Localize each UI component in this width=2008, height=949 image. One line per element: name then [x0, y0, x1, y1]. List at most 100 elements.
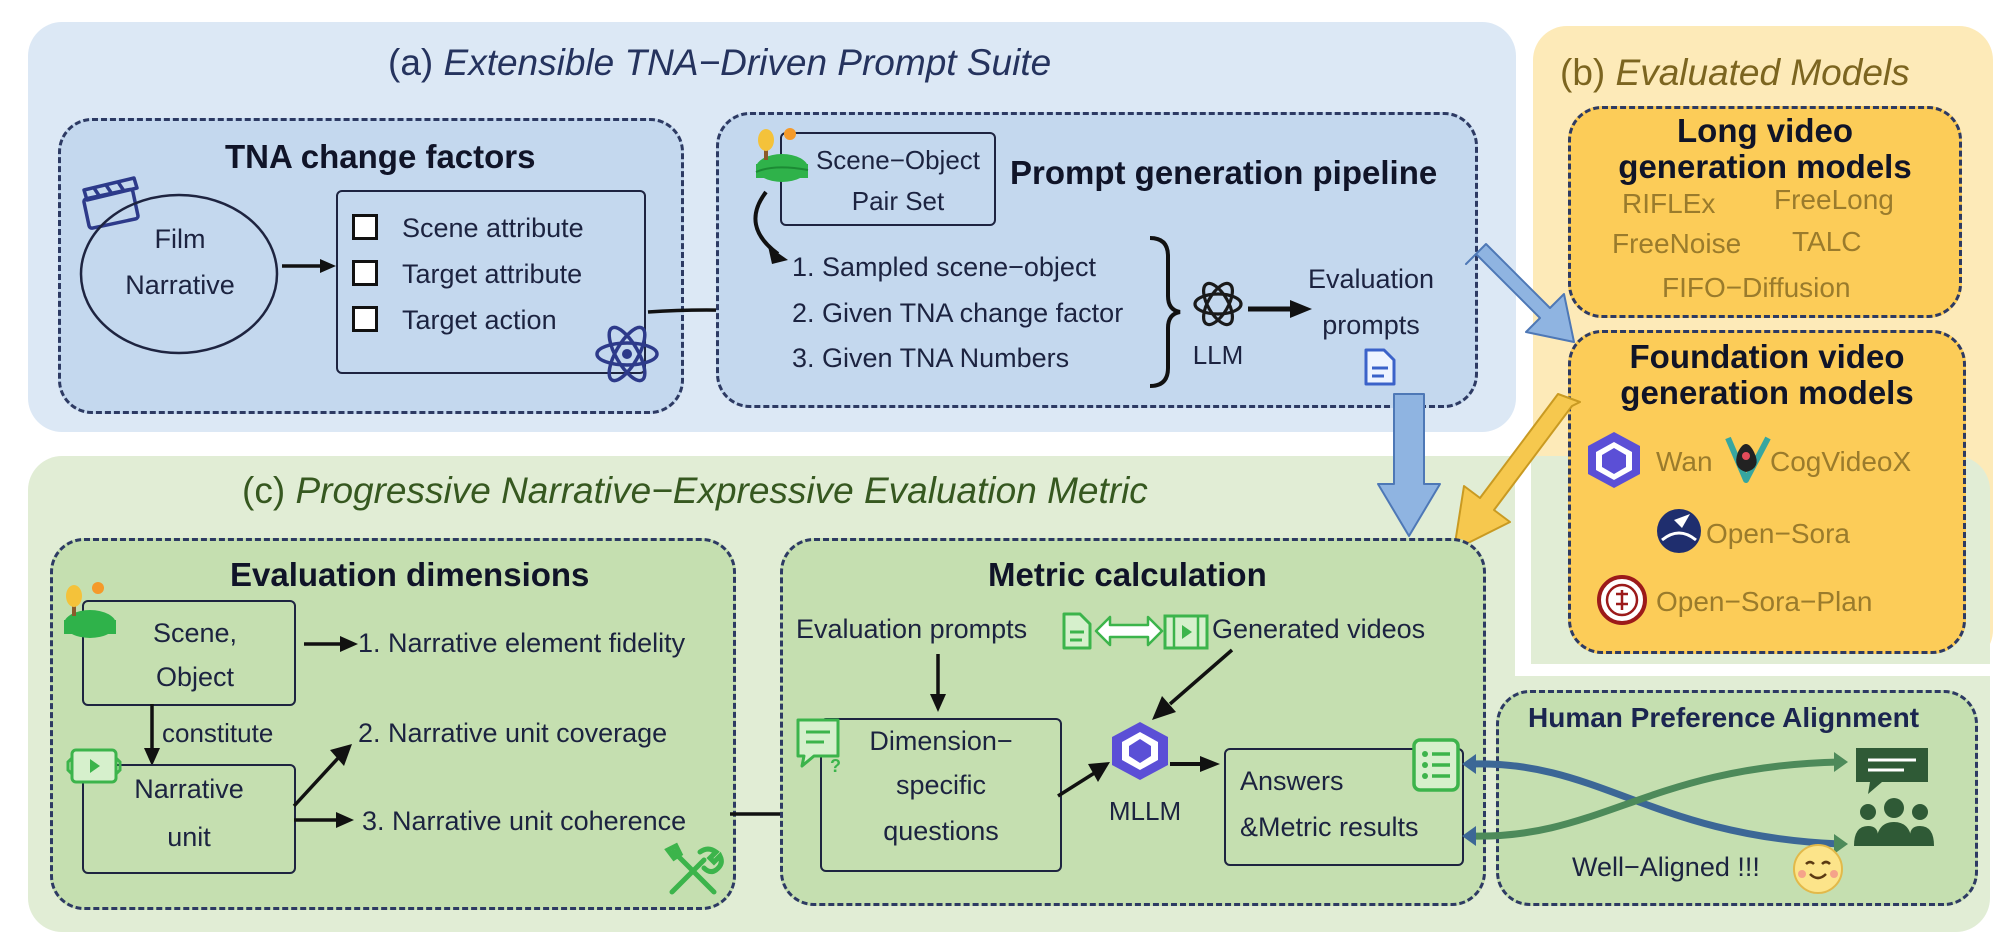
dim-item-3: 3. Narrative unit coherence [362, 806, 687, 836]
arrow-videos-to-mllm [1152, 648, 1234, 720]
happy-face-icon [1793, 844, 1843, 894]
model-fifo-diffusion: FIFO−Diffusion [1662, 272, 1851, 303]
unit-line2: unit [167, 822, 211, 852]
metric-heading: Metric calculation [988, 556, 1267, 593]
model-cogvideox: CogVideoX [1770, 446, 1912, 477]
long-models-heading-1: Long video [1677, 112, 1853, 149]
answers-line2: &Metric results [1240, 812, 1419, 842]
wan-logo-icon [1588, 432, 1640, 488]
pipeline-step-2: 2. Given TNA change factor [792, 298, 1124, 328]
arrow-prompts-to-questions [930, 654, 946, 712]
mllm-logo-icon [1112, 722, 1168, 780]
open-sora-logo-icon [1657, 509, 1701, 553]
questions-line3: questions [883, 816, 999, 846]
tna-heading: TNA change factors [225, 138, 536, 175]
document-icon [1062, 612, 1092, 650]
question-chat-icon: ? [796, 718, 841, 776]
unit-line1: Narrative [134, 774, 244, 804]
human-preference-box [1496, 690, 1978, 906]
arrow-questions-to-mllm [1057, 762, 1110, 798]
film-narrative-ellipse [79, 193, 279, 355]
model-open-sora-plan: Open−Sora−Plan [1656, 586, 1873, 617]
arrow-models-to-metric [1453, 393, 1581, 551]
steps-bracket [1149, 236, 1181, 388]
metric-eval-prompts: Evaluation prompts [796, 614, 1028, 644]
eval-dimensions-heading: Evaluation dimensions [230, 556, 590, 593]
llm-label: LLM [1192, 340, 1244, 370]
section-b-title-text: Evaluated Models [1615, 52, 1910, 93]
tools-icon [664, 842, 724, 895]
arrow-unit-to-coherence [294, 812, 354, 828]
arrow-film-to-factors [282, 259, 336, 273]
arrow-mllm-to-answers [1170, 756, 1220, 772]
atom-icon [595, 325, 659, 383]
people-icon [1854, 798, 1934, 846]
pipeline-heading: Prompt generation pipeline [1010, 154, 1438, 191]
scene-line2: Object [155, 662, 235, 692]
section-b-title: (b) Evaluated Models [1560, 52, 1910, 94]
eval-prompts-line2: prompts [1322, 310, 1420, 340]
section-a-label: (a) [388, 42, 434, 83]
document-icon [1364, 348, 1396, 386]
section-c-title-text: Progressive Narrative−Expressive Evaluat… [295, 470, 1148, 511]
model-freelong: FreeLong [1774, 184, 1894, 215]
section-c-title: (c) Progressive Narrative−Expressive Eva… [242, 470, 1148, 512]
checkbox-target-action [352, 306, 378, 332]
answers-box [1224, 748, 1464, 866]
arrow-unit-to-coverage [292, 744, 352, 808]
scene-object-box [82, 600, 296, 706]
section-a-title-text: Extensible TNA−Driven Prompt Suite [443, 42, 1052, 83]
panel-gap [1515, 664, 1993, 676]
landscape-icon [64, 582, 116, 638]
film-label: Film [154, 224, 206, 254]
model-wan: Wan [1656, 446, 1713, 477]
chat-icon [1856, 748, 1928, 794]
panel-gap [1515, 444, 1531, 674]
pair-line1: Scene−Object [815, 145, 981, 175]
pair-line2: Pair Set [851, 186, 945, 216]
model-open-sora: Open−Sora [1706, 518, 1850, 549]
constitute-label: constitute [162, 718, 274, 748]
model-freenoise: FreeNoise [1612, 228, 1742, 259]
answers-line1: Answers [1240, 766, 1344, 796]
eval-prompts-line1: Evaluation [1307, 264, 1435, 294]
section-a-title: (a) Extensible TNA−Driven Prompt Suite [388, 42, 1051, 84]
film-strip-icon [1163, 614, 1209, 650]
long-models-heading-2: generation models [1618, 148, 1912, 185]
arrow-scene-to-fidelity [304, 636, 358, 652]
foundation-heading-1: Foundation video [1629, 338, 1905, 375]
llm-icon [1193, 281, 1243, 327]
human-preference-heading: Human Preference Alignment [1528, 702, 1920, 733]
arrow-prompts-to-models [1465, 243, 1575, 343]
well-aligned-label: Well−Aligned !!! [1572, 852, 1760, 882]
pipeline-step-3: 3. Given TNA Numbers [792, 343, 1070, 373]
questions-box [820, 718, 1062, 872]
arrow-prompts-to-metric [1377, 393, 1441, 537]
checkbox-scene-attribute [352, 214, 378, 240]
cogvideox-logo-icon [1725, 436, 1771, 483]
dim-item-2: 2. Narrative unit coverage [358, 718, 668, 748]
open-sora-plan-logo-icon [1597, 575, 1647, 625]
landscape-icon [755, 128, 809, 182]
arrow-pair-to-steps [753, 190, 788, 264]
list-icon [1412, 738, 1460, 792]
model-talc: TALC [1792, 226, 1862, 257]
metric-generated-videos: Generated videos [1212, 614, 1426, 644]
factor-scene-attribute: Scene attribute [402, 213, 584, 243]
arrow-llm-to-prompts [1248, 300, 1312, 318]
questions-line2: specific [895, 770, 987, 800]
model-riflex: RIFLEx [1622, 188, 1716, 219]
narrative-unit-box [82, 764, 296, 874]
factors-list-box [336, 190, 646, 374]
factor-target-attribute: Target attribute [402, 259, 583, 289]
scene-line1: Scene, [152, 618, 238, 648]
video-reel-icon [66, 748, 122, 784]
foundation-heading-2: generation models [1620, 374, 1914, 411]
mllm-label: MLLM [1108, 796, 1182, 826]
long-models-box [1568, 106, 1962, 318]
section-b-label: (b) [1560, 52, 1606, 93]
narrative-label: Narrative [125, 270, 235, 300]
svg-text:?: ? [830, 756, 841, 776]
factor-target-action: Target action [402, 305, 557, 335]
section-c-label: (c) [242, 470, 286, 511]
